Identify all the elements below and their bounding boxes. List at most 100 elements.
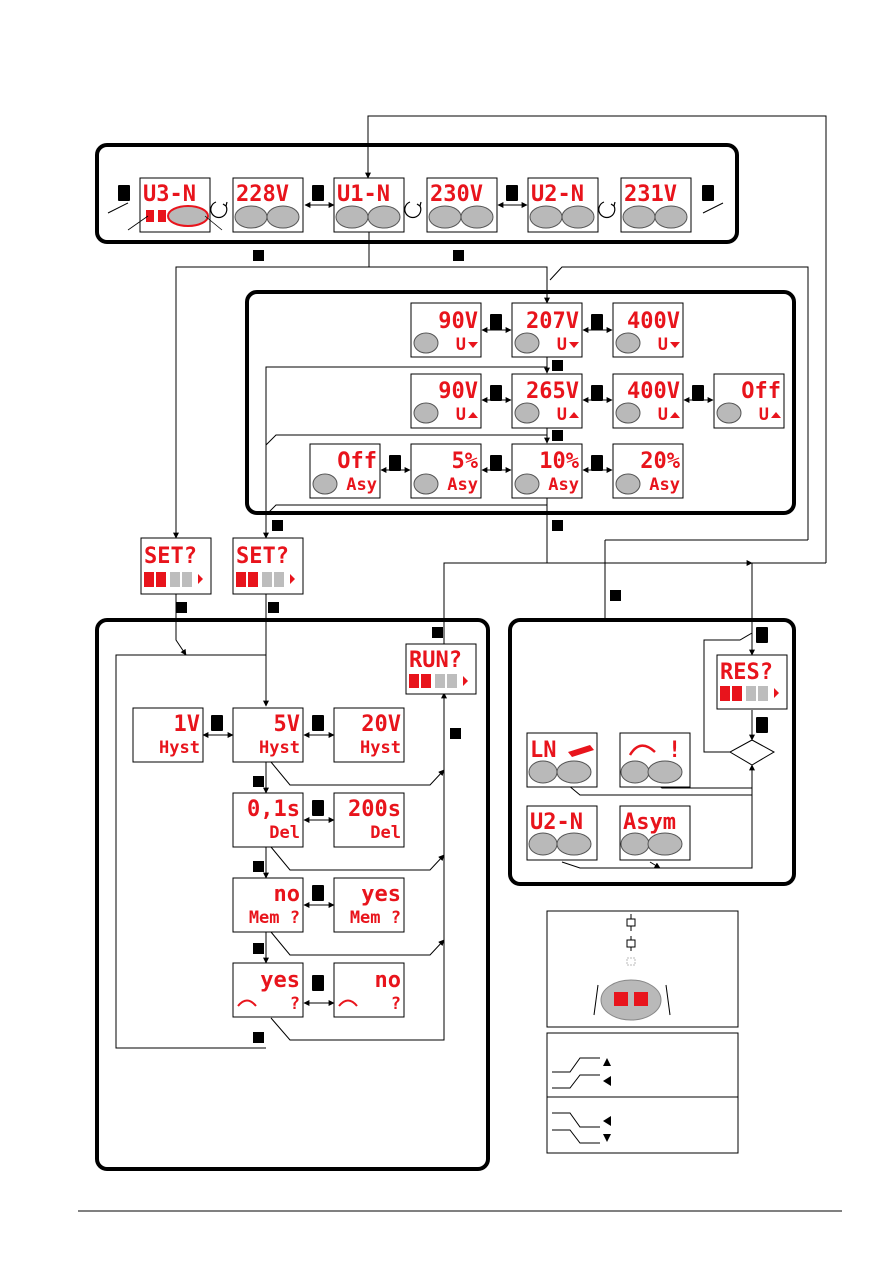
screen-under-207v[interactable]: 207V U [511, 302, 583, 358]
screen-asym-20[interactable]: 20% Asy [612, 443, 684, 499]
measurement-row: U3-N 228V U1-N 230V U2-N [118, 177, 714, 261]
screen-under-400v[interactable]: 400V U [612, 302, 684, 358]
screen-restart-no[interactable]: no ? [333, 962, 405, 1018]
set-prompt-2[interactable]: SET? [232, 537, 304, 595]
screen-mem-yes[interactable]: yes Mem ? [333, 877, 405, 933]
screen-mem-no[interactable]: no Mem ? [232, 877, 304, 933]
screen-hyst-20v[interactable]: 20V Hyst [333, 707, 405, 763]
over-265v-value: 265V [526, 379, 579, 404]
screen-run[interactable]: RUN? [405, 643, 477, 695]
updown-button-icon[interactable] [756, 717, 768, 733]
screen-231v-top: 231V [624, 182, 677, 207]
updown-button-icon[interactable] [389, 455, 401, 471]
set-prompt-2-label: SET? [236, 544, 289, 569]
enter-button-icon[interactable] [268, 602, 279, 613]
updown-button-icon[interactable] [591, 314, 603, 330]
relay-on-icon [626, 914, 636, 931]
hyst-1v-label: Hyst [159, 738, 200, 758]
screen-u1n[interactable]: U1-N [333, 177, 405, 233]
screen-over-90v[interactable]: 90V U [410, 373, 482, 429]
screen-hyst-5v[interactable]: 5V Hyst [232, 707, 304, 763]
screen-restart-yes[interactable]: yes ? [232, 962, 304, 1018]
updown-button-icon[interactable] [692, 385, 704, 401]
up-triangle-icon [603, 1058, 611, 1066]
screen-u3n[interactable]: U3-N [127, 177, 223, 233]
updown-button-icon[interactable] [312, 800, 324, 816]
updown-button-icon[interactable] [756, 627, 768, 643]
updown-button-icon[interactable] [312, 715, 324, 731]
under-400v-value: 400V [627, 309, 680, 334]
enter-button-icon[interactable] [272, 520, 283, 531]
updown-button-icon[interactable] [490, 455, 502, 471]
enter-button-icon[interactable] [552, 520, 563, 531]
threshold-legend [546, 1032, 739, 1154]
under-207v-label: U [557, 335, 567, 355]
fault-u2n-label: U2-N [530, 810, 583, 835]
fault-screen-asym: Asym [619, 805, 691, 861]
hyst-5v-value: 5V [274, 712, 301, 737]
updown-button-icon[interactable] [702, 185, 714, 201]
rising-curve-icon [552, 1074, 600, 1089]
screen-delay-200s[interactable]: 200s Del [333, 792, 405, 848]
screen-asym-off[interactable]: Off Asy [309, 443, 381, 499]
enter-button-icon[interactable] [552, 360, 563, 371]
screen-under-90v[interactable]: 90V U [410, 302, 482, 358]
fault-rotation-label: ! [668, 738, 681, 763]
screen-u2n-top: U2-N [531, 182, 584, 207]
delay-row: 0,1s Del 200s Del [232, 792, 405, 872]
screen-u2n[interactable]: U2-N [527, 177, 599, 233]
updown-button-icon[interactable] [490, 385, 502, 401]
screen-res[interactable]: RES? [716, 654, 788, 710]
enter-button-icon[interactable] [253, 1032, 264, 1043]
updown-button-icon[interactable] [312, 185, 324, 201]
rotate-icon [404, 201, 422, 219]
updown-button-icon[interactable] [506, 185, 518, 201]
updown-button-icon[interactable] [591, 455, 603, 471]
enter-button-icon[interactable] [253, 776, 264, 787]
set-prompt-1[interactable]: SET? [140, 537, 212, 595]
enter-button-icon[interactable] [176, 602, 187, 613]
updown-button-icon[interactable] [490, 314, 502, 330]
updown-button-icon[interactable] [118, 185, 130, 201]
updown-button-icon[interactable] [312, 885, 324, 901]
mem-no-label: Mem ? [249, 908, 300, 928]
relay-legend [546, 910, 739, 1028]
enter-button-icon[interactable] [253, 861, 264, 872]
enter-button-icon[interactable] [453, 250, 464, 261]
restart-yes-label: ? [290, 994, 300, 1014]
delay-200s-label: Del [370, 823, 401, 843]
rotate-icon [210, 201, 228, 219]
screen-228v-top: 228V [236, 182, 289, 207]
enter-button-icon[interactable] [432, 627, 443, 638]
mem-no-value: no [274, 882, 301, 907]
screen-hyst-1v[interactable]: 1V Hyst [132, 707, 204, 763]
screen-over-400v[interactable]: 400V U [612, 373, 684, 429]
screen-asym-5[interactable]: 5% Asy [410, 443, 482, 499]
asym-20-value: 20% [640, 449, 680, 474]
screen-230v[interactable]: 230V [426, 177, 498, 233]
falling-curve-icon [552, 1112, 600, 1128]
measurement-frame [95, 143, 739, 244]
enter-button-icon[interactable] [253, 943, 264, 954]
screen-228v[interactable]: 228V [232, 177, 304, 233]
rising-curve-icon [552, 1057, 600, 1073]
enter-button-icon[interactable] [552, 430, 563, 441]
updown-button-icon[interactable] [211, 715, 223, 731]
enter-button-icon[interactable] [253, 250, 264, 261]
asym-10-label: Asy [548, 475, 579, 495]
screen-asym-10[interactable]: 10% Asy [511, 443, 583, 499]
screen-delay-0-1s[interactable]: 0,1s Del [232, 792, 304, 848]
mem-yes-value: yes [361, 882, 401, 907]
delay-0-1s-label: Del [269, 823, 300, 843]
fault-ln-label: LN [530, 738, 557, 763]
over-90v-label: U [456, 405, 466, 425]
screen-231v[interactable]: 231V [620, 177, 692, 233]
screen-over-265v[interactable]: 265V U [511, 373, 583, 429]
updown-button-icon[interactable] [312, 975, 324, 991]
enter-button-icon[interactable] [450, 728, 461, 739]
screen-230v-top: 230V [430, 182, 483, 207]
enter-button-icon[interactable] [610, 590, 621, 601]
updown-button-icon[interactable] [591, 385, 603, 401]
screen-over-off[interactable]: Off U [713, 373, 785, 429]
